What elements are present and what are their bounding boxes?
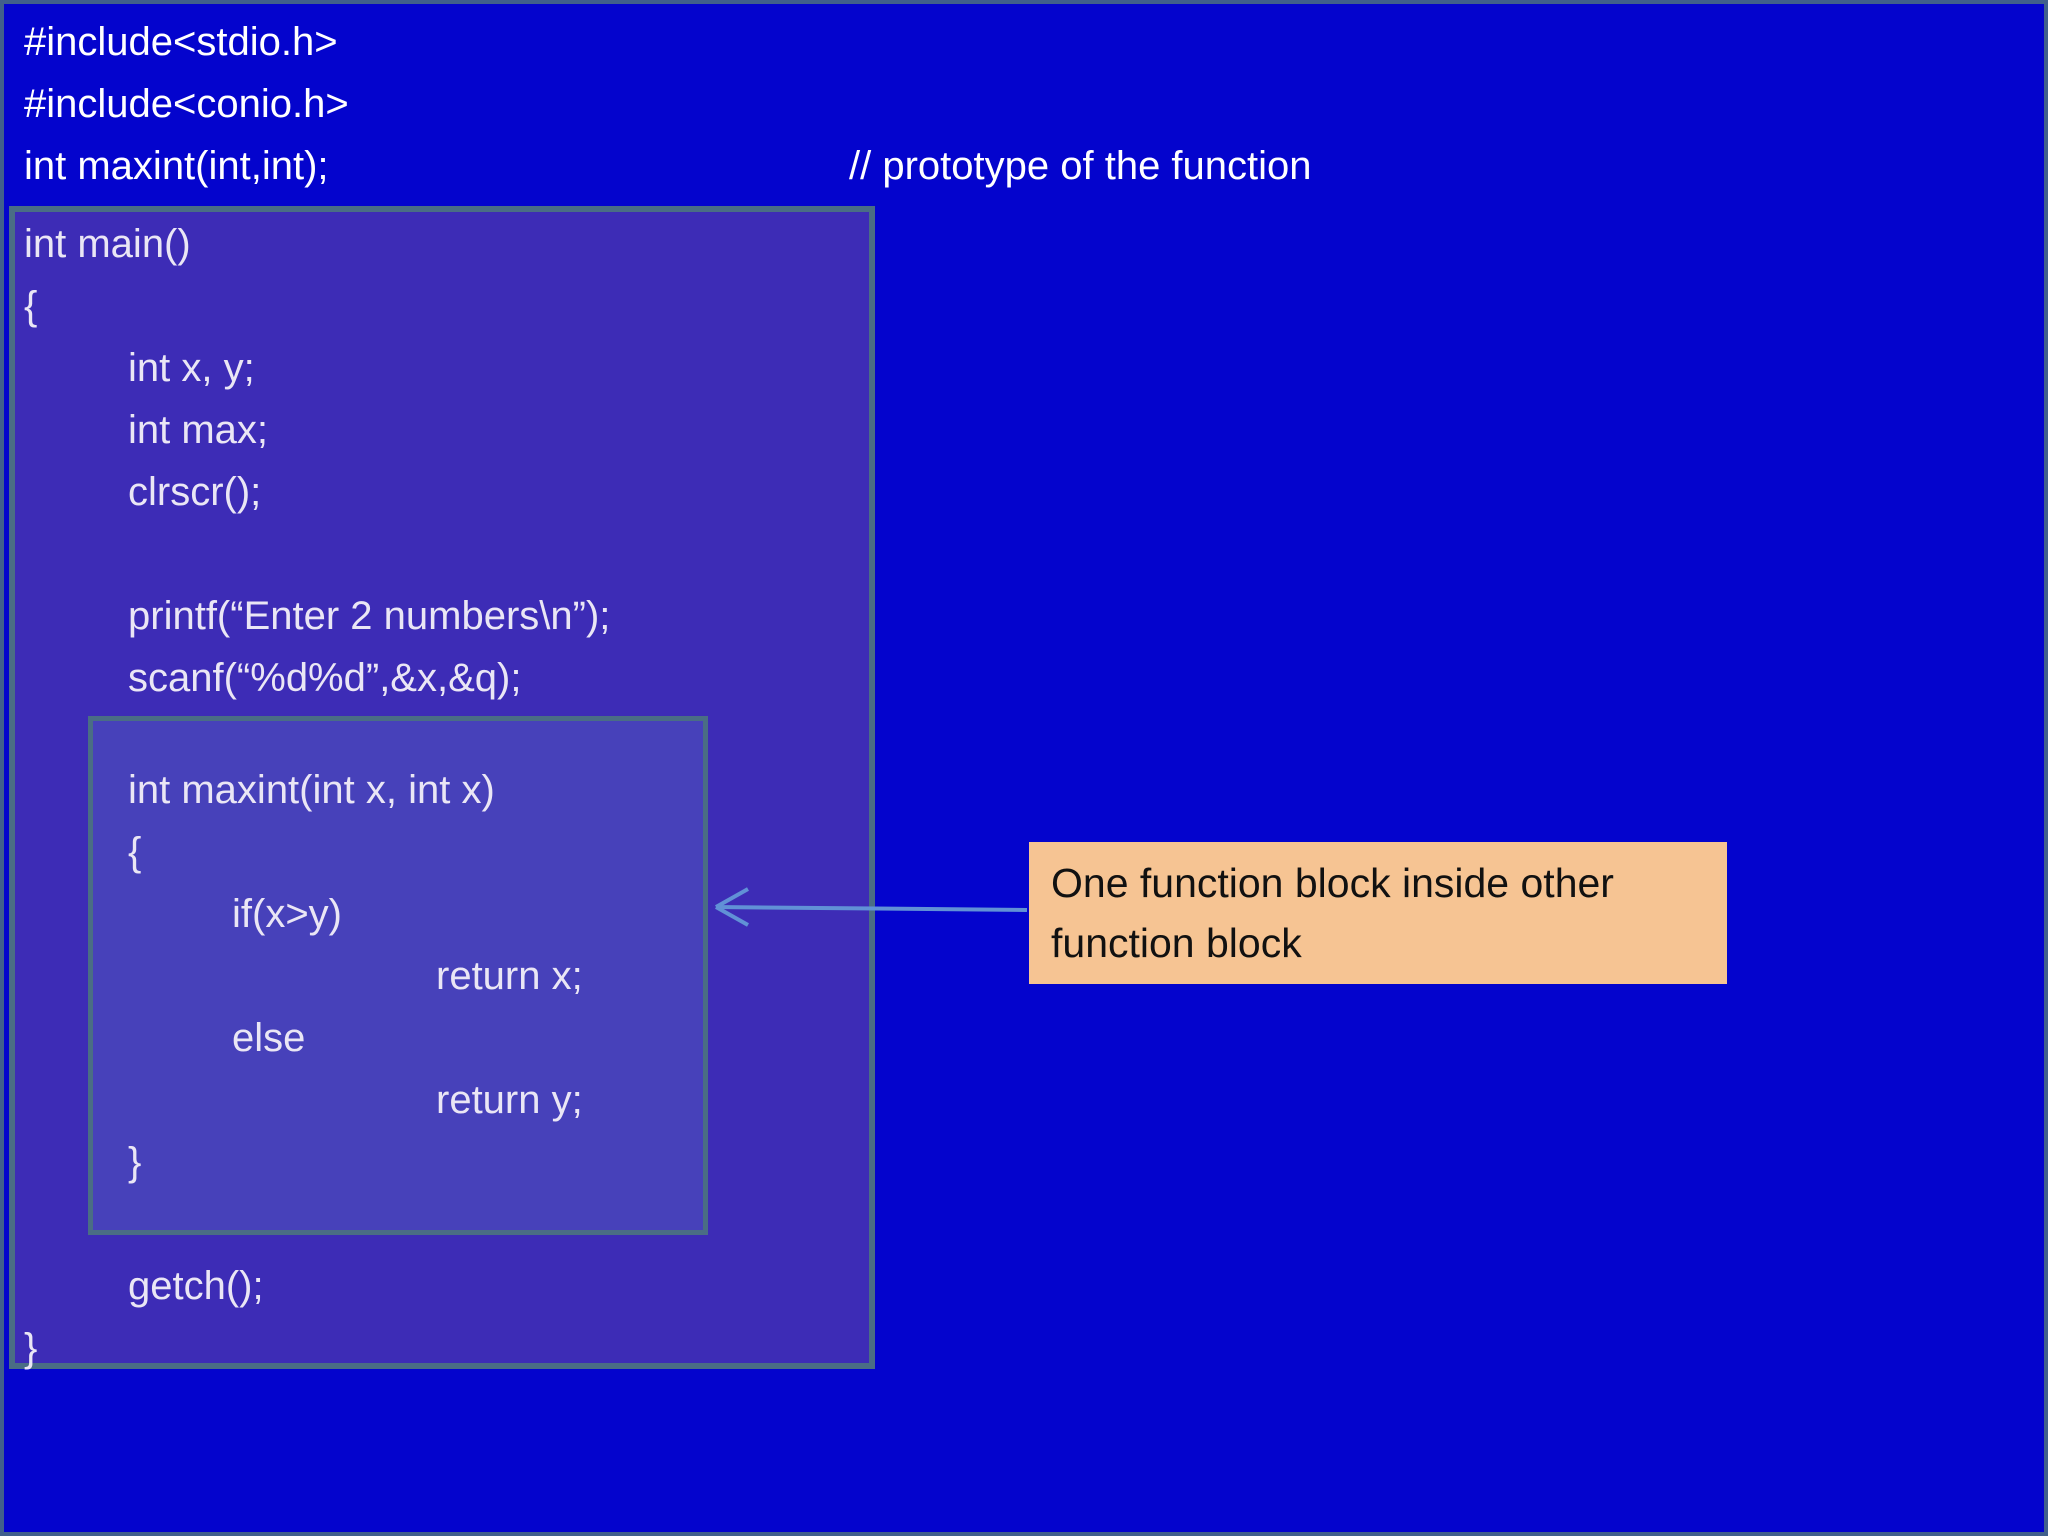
code-line-main-open-brace: { [24, 284, 38, 328]
code-line-include-stdio: #include<stdio.h> [24, 20, 338, 64]
nested-function-block [88, 716, 708, 1235]
code-line-return-x: return x; [436, 954, 583, 998]
code-line-inner-header: int maxint(int x, int x) [128, 768, 495, 812]
code-line-inner-open-brace: { [128, 830, 142, 874]
code-line-prototype: int maxint(int,int); [24, 144, 329, 188]
code-line-scanf: scanf(“%d%d”,&x,&q); [128, 656, 522, 700]
code-line-else: else [232, 1016, 306, 1060]
code-line-if: if(x>y) [232, 892, 342, 936]
code-line-inner-close-brace: } [128, 1140, 142, 1184]
code-line-getch: getch(); [128, 1264, 264, 1308]
code-line-main-close-brace: } [24, 1326, 38, 1370]
code-line-decl-max: int max; [128, 408, 269, 452]
callout-box: One function block inside other function… [1029, 842, 1727, 984]
code-line-include-conio: #include<conio.h> [24, 82, 349, 126]
code-line-main-header: int main() [24, 222, 191, 266]
code-comment-prototype: // prototype of the function [849, 144, 1312, 188]
code-line-clrscr: clrscr(); [128, 470, 262, 514]
code-line-printf: printf(“Enter 2 numbers\n”); [128, 594, 611, 638]
code-line-decl-xy: int x, y; [128, 346, 255, 390]
code-line-return-y: return y; [436, 1078, 583, 1122]
